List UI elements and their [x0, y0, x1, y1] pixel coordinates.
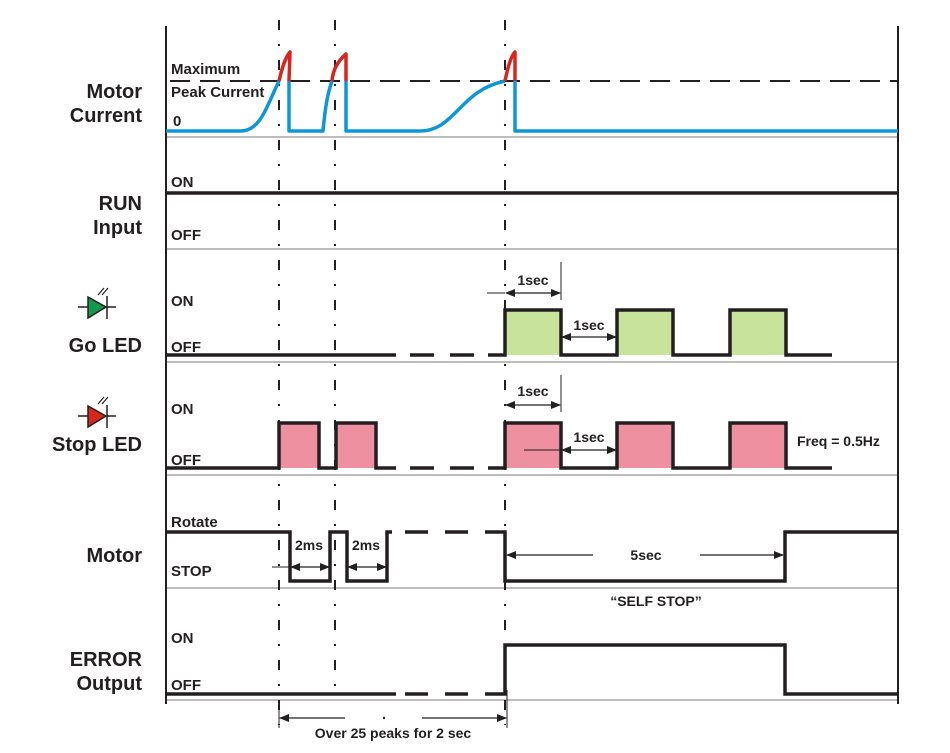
level-peak-current: Peak Current [171, 84, 264, 101]
go-off-duration-label: 1sec [573, 317, 604, 333]
level-on: ON [171, 401, 194, 418]
stop-led-signal [166, 421, 832, 470]
go-off-duration-dimension: 1sec [561, 317, 617, 341]
level-on: ON [171, 630, 194, 647]
stop-led-pulse-1 [279, 423, 319, 468]
level-on: ON [171, 293, 194, 310]
go-on-duration-dimension: 1sec [487, 262, 562, 300]
stop-led-pulse-5 [730, 423, 786, 468]
stop-led-pulse-4 [617, 423, 673, 468]
led-green-icon [78, 287, 116, 320]
stop-led-pulses [279, 423, 786, 468]
go-led-pulse-2 [617, 310, 673, 355]
level-stop: STOP [171, 563, 212, 580]
overcurrent-window-dimension: Over 25 peaks for 2 sec [278, 690, 508, 741]
current-over-segment-3 [503, 50, 517, 82]
motor-stop-1-dimension: 2ms [272, 537, 330, 571]
row-label-stop-led: Stop LED [52, 434, 142, 456]
row-label-error-output-1: ERROR [70, 649, 143, 671]
motor-stop-1-label: 2ms [295, 537, 323, 553]
level-off: OFF [171, 227, 201, 244]
stop-on-duration-dimension: 1sec [505, 375, 562, 412]
motor-signal [166, 530, 898, 583]
level-off: OFF [171, 452, 201, 469]
go-led-pulse-3 [730, 310, 786, 355]
level-on: ON [171, 174, 194, 191]
stop-off-duration-label: 1sec [573, 429, 604, 445]
level-zero: 0 [173, 113, 181, 130]
go-led-pulse-1 [505, 310, 561, 355]
level-maximum: Maximum [171, 61, 240, 78]
led-red-icon [78, 396, 116, 429]
stop-freq-label: Freq = 0.5Hz [797, 433, 880, 449]
row-label-run-input-1: RUN [99, 193, 142, 215]
overcurrent-window-label: Over 25 peaks for 2 sec [315, 725, 472, 741]
row-label-motor-current-2: Current [70, 105, 143, 127]
motor-stop-2-dimension: 2ms [347, 537, 387, 571]
row-label-motor-current-1: Motor [86, 81, 142, 103]
time-markers [278, 20, 506, 725]
row-label-go-led: Go LED [69, 335, 142, 357]
row-dividers [166, 136, 898, 701]
current-over-segment-2 [330, 52, 348, 82]
stop-led-pulse-3 [505, 423, 561, 468]
go-on-duration-label: 1sec [517, 272, 548, 288]
self-stop-duration-dimension: 5sec [506, 547, 784, 563]
self-stop-duration-label: 5sec [630, 547, 661, 563]
row-label-motor: Motor [86, 545, 142, 567]
motor-current-trace [166, 50, 898, 133]
stop-led-pulse-2 [336, 423, 376, 468]
row-label-error-output-2: Output [76, 673, 142, 695]
stop-on-duration-label: 1sec [517, 383, 548, 399]
row-label-run-input-2: Input [93, 217, 142, 239]
go-led-pulses [505, 310, 786, 355]
error-output-signal [166, 643, 898, 696]
motor-stop-2-label: 2ms [352, 537, 380, 553]
current-normal-segment [166, 79, 898, 133]
current-over-segment-1 [277, 50, 292, 82]
self-stop-label: “SELF STOP” [610, 593, 702, 609]
level-off: OFF [171, 339, 201, 356]
stop-off-duration-dimension: 1sec [524, 429, 617, 454]
level-rotate: Rotate [171, 514, 218, 531]
go-led-signal [166, 308, 832, 357]
level-off: OFF [171, 677, 201, 694]
